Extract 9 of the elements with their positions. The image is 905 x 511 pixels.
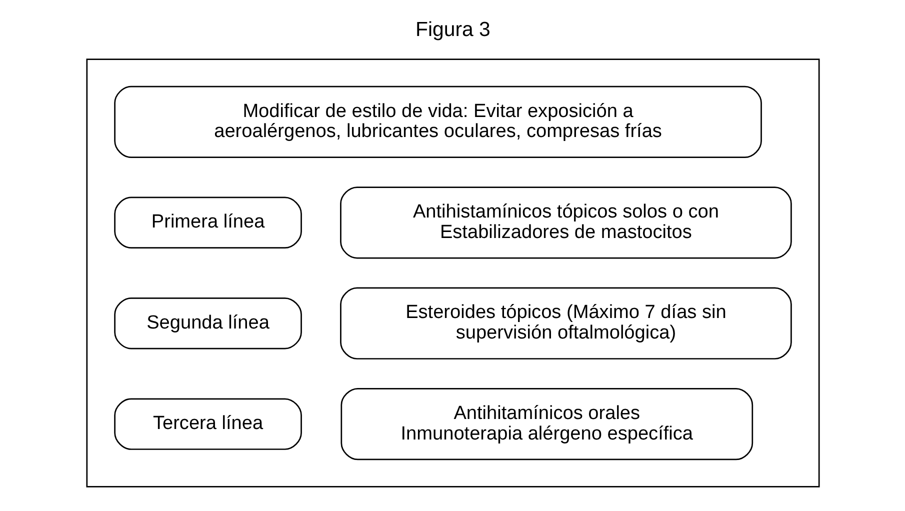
node-box: Primera línea [114, 196, 302, 248]
node-box: Segunda línea [114, 297, 302, 349]
node-box: Esteroides tópicos (Máximo 7 días sin supervisión oftalmológica) [340, 286, 792, 359]
node-box: Modificar de estilo de vida: Evitar exposición a aeroalérgenos, lubricantes oculares, compresas frías [114, 85, 762, 158]
node-box: Antihitamínicos orales Inmunoterapia alérgeno específica [340, 388, 753, 460]
diagram-title: Figura 3 [415, 18, 490, 41]
node-box: Antihistamínicos tópicos solos o con Estabilizadores de mastocitos [340, 186, 792, 258]
cluster [86, 58, 820, 487]
node-box: Tercera línea [114, 398, 302, 450]
